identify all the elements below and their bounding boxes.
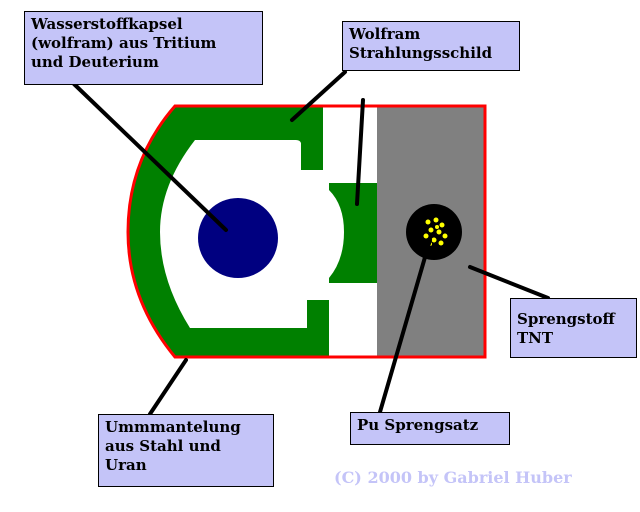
pu-leader-line bbox=[378, 238, 432, 414]
mantle-leader-line bbox=[148, 358, 188, 416]
tnt-leader-line bbox=[468, 265, 550, 300]
label-line: Strahlungsschild bbox=[349, 44, 493, 62]
label-line: Sprengstoff bbox=[517, 310, 615, 328]
hydrogen-capsule bbox=[198, 198, 278, 278]
label-line: Wolfram bbox=[349, 25, 421, 43]
tungsten-shell bbox=[128, 106, 329, 357]
label-line: (wolfram) aus Tritium bbox=[31, 34, 217, 52]
label-hydrogen-capsule: Wasserstoffkapsel (wolfram) aus Tritium … bbox=[24, 11, 263, 85]
label-line: Wasserstoffkapsel bbox=[31, 15, 183, 33]
label-line: Uran bbox=[105, 456, 147, 474]
plutonium-charge bbox=[406, 204, 462, 260]
label-radiation-shield: Wolfram Strahlungsschild bbox=[342, 21, 520, 71]
capsule-leader-line bbox=[72, 82, 228, 232]
casing-outline bbox=[126, 104, 487, 359]
label-explosive-tnt: Sprengstoff TNT bbox=[510, 298, 637, 358]
shield-leader-line-1 bbox=[290, 70, 347, 122]
label-line: aus Stahl und bbox=[105, 437, 221, 455]
shield-leader-line-2 bbox=[355, 98, 365, 206]
label-line: Pu Sprengsatz bbox=[357, 416, 479, 434]
label-mantle: Ummmantelung aus Stahl und Uran bbox=[98, 414, 274, 487]
radiation-shield bbox=[329, 183, 377, 283]
copyright-notice: (C) 2000 by Gabriel Huber bbox=[334, 468, 572, 487]
leader-lines bbox=[72, 70, 550, 416]
label-plutonium-charge: Pu Sprengsatz bbox=[350, 412, 510, 445]
plutonium-dots bbox=[423, 217, 448, 246]
label-line: und Deuterium bbox=[31, 53, 159, 71]
label-line: TNT bbox=[517, 329, 554, 347]
label-line: Ummmantelung bbox=[105, 418, 241, 436]
